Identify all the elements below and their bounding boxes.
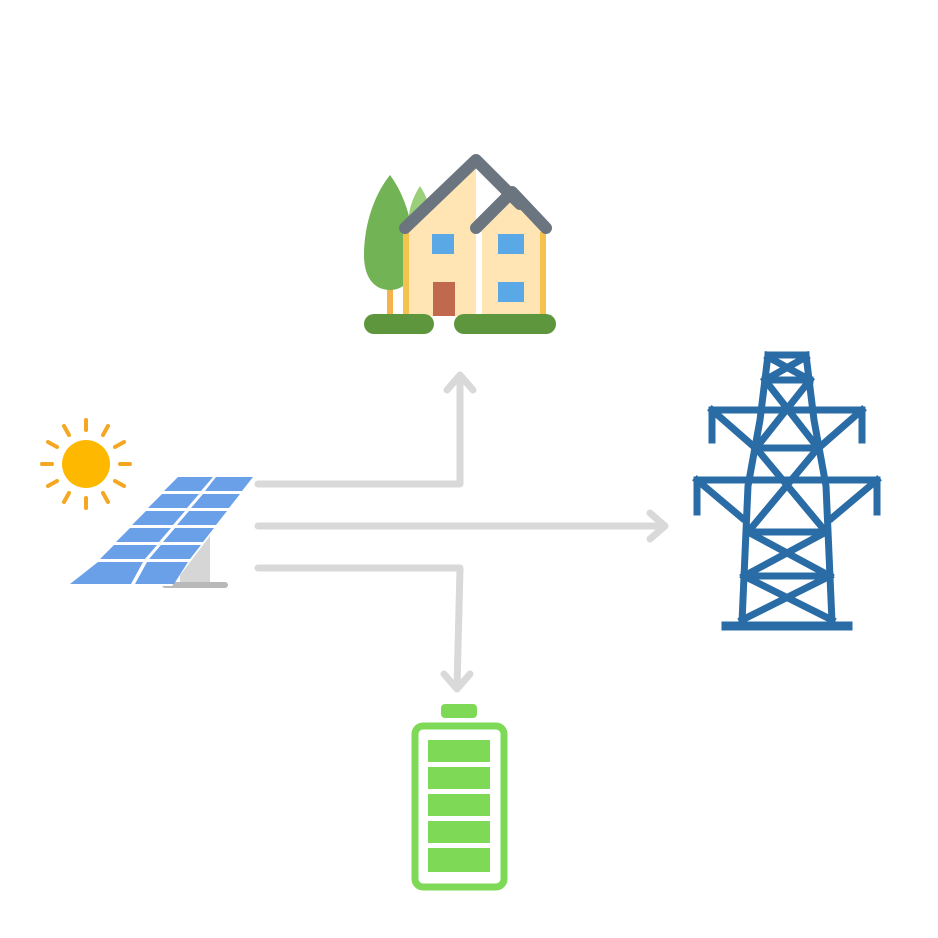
battery-icon (411, 704, 508, 891)
arrow-solar-to-grid (254, 509, 669, 543)
power-pylon-icon (692, 351, 882, 631)
arrow-solar-to-house (254, 371, 477, 488)
house-icon (364, 154, 556, 334)
sun-icon (40, 418, 132, 510)
panel-cells (62, 475, 256, 586)
arrow-solar-to-battery (254, 564, 474, 693)
battery-cells (428, 740, 490, 872)
solar-panel-with-sun-icon (40, 418, 256, 588)
flow-arrows (254, 371, 669, 693)
